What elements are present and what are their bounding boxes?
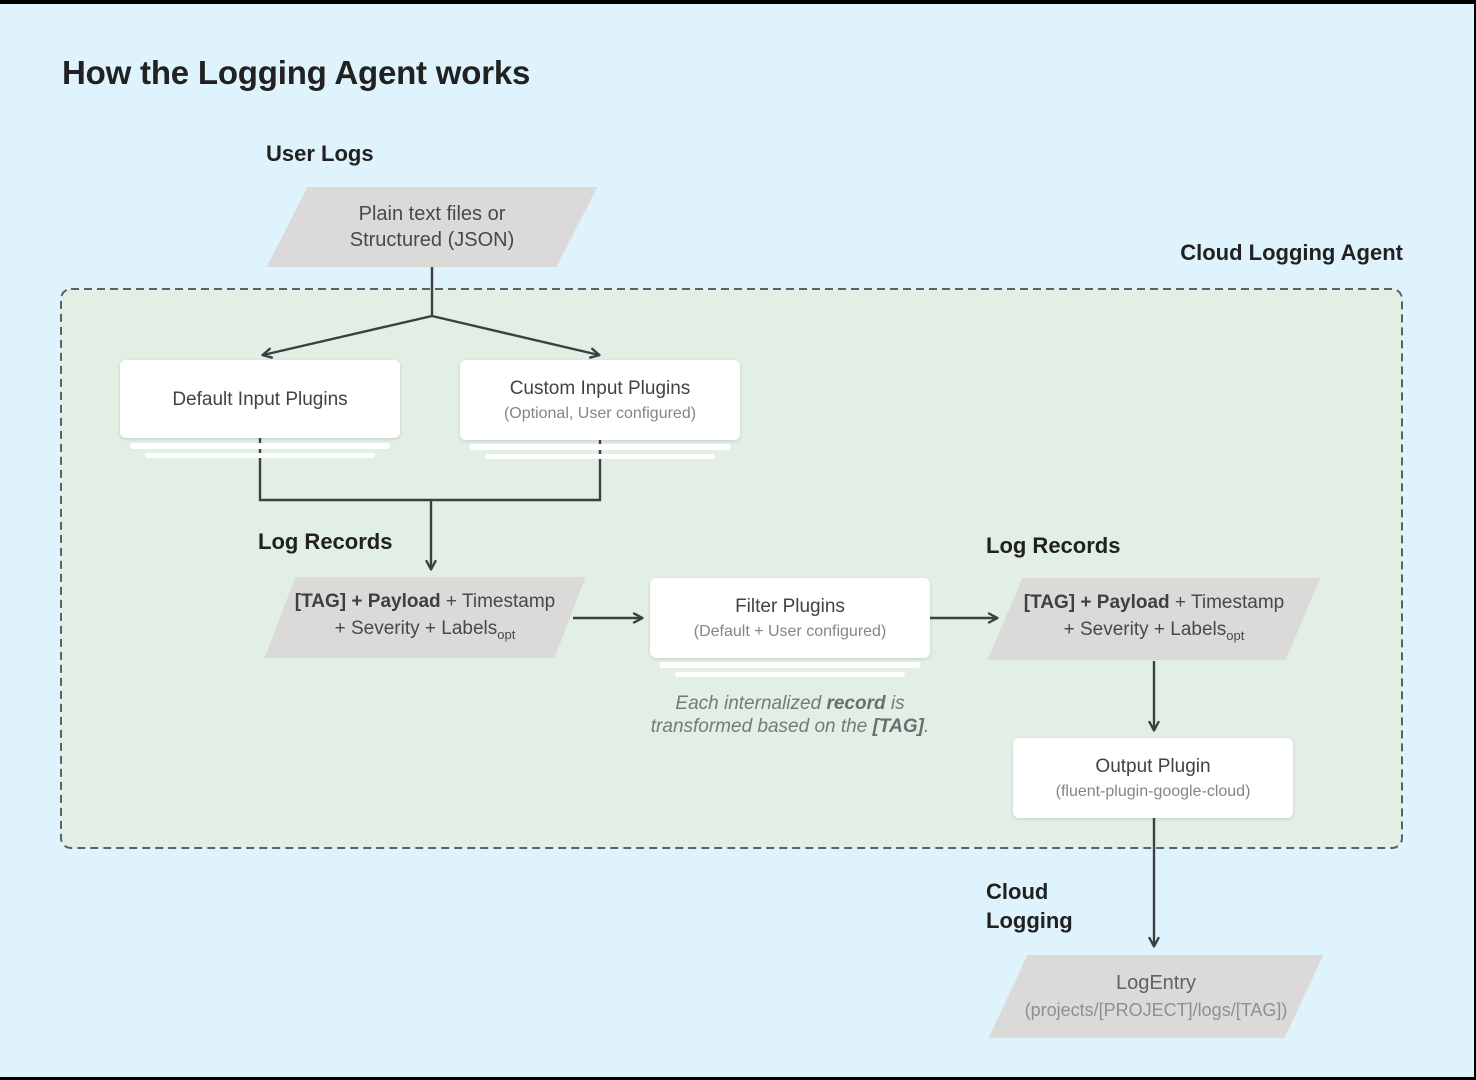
stack-line: [485, 454, 715, 459]
stack-line: [145, 453, 375, 458]
log-record-right-bold: [TAG] + Payload: [1023, 592, 1170, 614]
note-line1-pre: Each internalized: [675, 693, 827, 714]
note-line2: transformed based on the [TAG].: [630, 715, 950, 738]
note-line1: Each internalized record is: [630, 692, 950, 715]
label-cloud-logging: Cloud Logging: [986, 877, 1073, 935]
label-log-records-left: Log Records: [258, 529, 393, 554]
stack-line: [130, 443, 390, 449]
node-log-entry: LogEntry (projects/[PROJECT]/logs/[TAG]): [1008, 955, 1304, 1038]
node-output-plugin-title: Output Plugin: [1095, 756, 1211, 777]
node-filter-plugins-title: Filter Plugins: [735, 596, 845, 617]
node-default-input-plugins: Default Input Plugins: [120, 360, 400, 438]
stack-line: [660, 662, 920, 668]
log-record-left-bold: [TAG] + Payload: [294, 590, 441, 612]
node-output-plugin: Output Plugin (fluent-plugin-google-clou…: [1013, 738, 1293, 818]
log-record-left-tail: + Timestamp: [440, 590, 556, 612]
label-cloud-logging-line2: Logging: [986, 908, 1073, 933]
label-user-logs: User Logs: [266, 141, 374, 166]
node-log-entry-subtitle: (projects/[PROJECT]/logs/[TAG]): [1024, 999, 1288, 1020]
node-user-logs-line1: Plain text files or: [358, 203, 506, 225]
page-title: How the Logging Agent works: [62, 54, 531, 91]
node-user-logs-line2: Structured (JSON): [349, 229, 515, 251]
note-line2-post: .: [923, 716, 930, 737]
stack-line: [470, 444, 730, 450]
node-output-plugin-subtitle: (fluent-plugin-google-cloud): [1055, 783, 1251, 800]
note-line2-bold: [TAG]: [872, 716, 924, 737]
label-cloud-logging-agent: Cloud Logging Agent: [1180, 240, 1403, 265]
node-log-record-right: [TAG] + Payload + Timestamp + Severity +…: [1005, 578, 1303, 660]
arrow-to-custom-input: [431, 314, 601, 359]
log-record-right-line2: + Severity + Labels: [1063, 619, 1227, 641]
node-filter-plugins: Filter Plugins (Default + User configure…: [650, 578, 930, 658]
note-record-transform: Each internalized record is transformed …: [630, 692, 950, 738]
log-record-left-line2: + Severity + Labels: [334, 617, 498, 639]
log-record-right-subscript: opt: [1226, 627, 1245, 643]
stack-line: [675, 672, 905, 677]
note-line1-bold: record: [826, 693, 886, 714]
node-log-record-left-line2: + Severity + Labelsopt: [335, 615, 516, 648]
arrow-to-default-input: [261, 314, 433, 359]
screen-edge-top: [0, 0, 1476, 4]
screen-edge-right: [1474, 0, 1476, 1080]
node-log-record-right-line1: [TAG] + Payload + Timestamp: [1024, 589, 1284, 616]
log-record-right-tail: + Timestamp: [1169, 592, 1285, 614]
label-cloud-logging-line1: Cloud: [986, 879, 1049, 904]
node-log-record-left: [TAG] + Payload + Timestamp + Severity +…: [280, 577, 570, 658]
node-log-record-left-line1: [TAG] + Payload + Timestamp: [295, 588, 555, 615]
node-filter-plugins-subtitle: (Default + User configured): [693, 623, 887, 640]
node-custom-input-plugins-title: Custom Input Plugins: [509, 378, 691, 399]
screen-edge-bottom: [0, 1077, 1476, 1080]
note-line2-pre: transformed based on the: [650, 716, 873, 737]
node-default-input-plugins-title: Default Input Plugins: [172, 388, 348, 410]
node-user-logs: Plain text files or Structured (JSON): [287, 187, 577, 267]
note-line1-post: is: [885, 693, 905, 714]
log-record-left-subscript: opt: [497, 626, 516, 642]
node-log-entry-title: LogEntry: [1115, 971, 1197, 994]
node-log-record-right-line2: + Severity + Labelsopt: [1064, 616, 1245, 649]
node-custom-input-plugins: Custom Input Plugins (Optional, User con…: [460, 360, 740, 440]
node-custom-input-plugins-subtitle: (Optional, User configured): [503, 405, 697, 422]
label-log-records-right: Log Records: [986, 533, 1121, 558]
